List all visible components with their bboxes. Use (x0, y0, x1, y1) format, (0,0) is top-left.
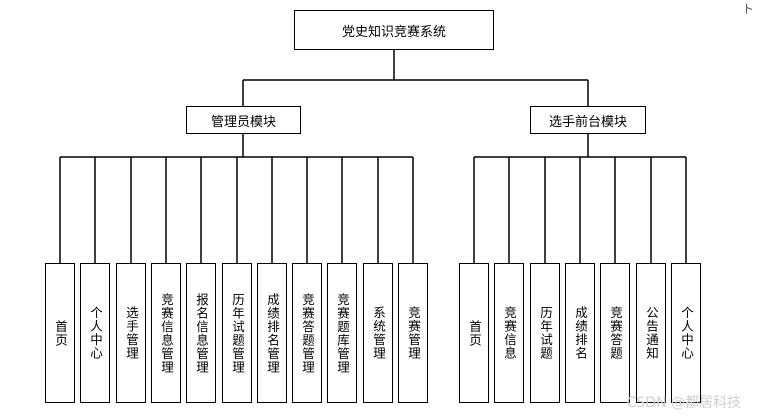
leaf-node-admin-1: 首页 (45, 263, 75, 403)
leaf-label: 竞赛答题 (608, 306, 623, 360)
leaf-node-front-7: 个人中心 (671, 263, 701, 403)
leaf-node-admin-3: 选手管理 (116, 263, 146, 403)
leaf-node-admin-8: 竞赛答题管理 (292, 263, 322, 403)
leaf-node-front-3: 历年试题 (530, 263, 560, 403)
leaf-label: 竞赛题库管理 (335, 292, 350, 374)
leaf-node-front-6: 公告通知 (636, 263, 666, 403)
leaf-node-admin-2: 个人中心 (80, 263, 110, 403)
watermark: CSDN @都居科技 (626, 395, 741, 411)
leaf-node-admin-10: 系统管理 (363, 263, 393, 403)
leaf-label: 历年试题管理 (230, 292, 245, 374)
leaf-label: 竞赛答题管理 (300, 292, 315, 374)
leaf-node-front-2: 竞赛信息 (494, 263, 524, 403)
module-node-frontend: 选手前台模块 (530, 106, 646, 134)
leaf-label: 首页 (467, 319, 482, 347)
leaf-node-admin-9: 竞赛题库管理 (327, 263, 357, 403)
leaf-node-admin-4: 竞赛信息管理 (151, 263, 181, 403)
module-node-admin: 管理员模块 (186, 106, 301, 134)
leaf-label: 竞赛信息 (502, 306, 517, 360)
leaf-node-admin-6: 历年试题管理 (222, 263, 252, 403)
leaf-label: 首页 (53, 319, 68, 347)
leaf-node-front-4: 成绩排名 (565, 263, 595, 403)
leaf-label: 历年试题 (538, 306, 553, 360)
leaf-node-front-1: 首页 (459, 263, 489, 403)
leaf-node-admin-5: 报名信息管理 (186, 263, 216, 403)
leaf-label: 竞赛信息管理 (159, 292, 174, 374)
leaf-label: 成绩排名管理 (265, 292, 280, 374)
leaf-label: 竞赛管理 (406, 306, 421, 360)
leaf-label: 选手管理 (124, 306, 139, 360)
leaf-label: 个人中心 (88, 306, 103, 360)
leaf-label: 报名信息管理 (194, 292, 209, 374)
leaf-label: 系统管理 (371, 306, 386, 360)
leaf-node-front-5: 竞赛答题 (600, 263, 630, 403)
leaf-label: 公告通知 (644, 306, 659, 360)
leaf-label: 个人中心 (679, 306, 694, 360)
leaf-label: 成绩排名 (573, 306, 588, 360)
corner-mark: ト (741, 2, 754, 16)
root-node: 党史知识竞赛系统 (294, 10, 494, 50)
leaf-node-admin-11: 竞赛管理 (398, 263, 428, 403)
leaf-node-admin-7: 成绩排名管理 (257, 263, 287, 403)
